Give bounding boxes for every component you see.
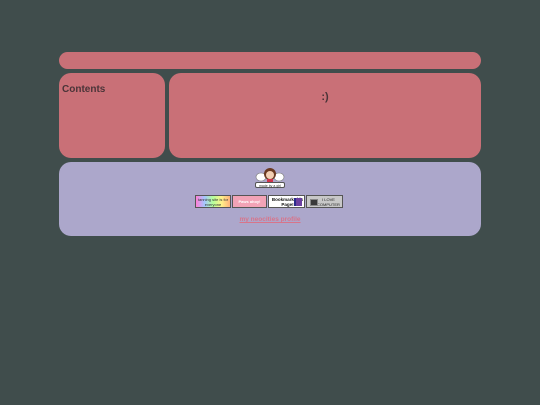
site-button-paws[interactable]: Paws ahoy! <box>232 195 267 208</box>
girl-icon <box>255 168 285 183</box>
computer-button[interactable]: I LOVE COMPUTER <box>306 195 343 208</box>
book-icon <box>294 198 302 206</box>
site-button-rainbow[interactable]: tanning site is for everyone <box>195 195 231 208</box>
contents-sidebar: Contents <box>59 73 165 158</box>
main-text: :) <box>321 91 329 103</box>
footer-panel: made by a girl tanning site is for every… <box>59 162 481 236</box>
computer-icon <box>310 199 318 206</box>
link-buttons-row: tanning site is for everyone Paws ahoy! … <box>195 195 343 208</box>
neocities-profile-link[interactable]: my neocities profile <box>239 216 301 223</box>
contents-title: Contents <box>62 84 106 95</box>
bookmark-label: Bookmark this Page! <box>271 196 304 207</box>
computer-label: I LOVE COMPUTER <box>317 196 340 207</box>
made-by-girl-badge: made by a girl <box>255 167 285 189</box>
main-content-panel: :) <box>169 73 481 158</box>
bookmark-button[interactable]: Bookmark this Page! <box>268 195 305 208</box>
header-bar <box>59 52 481 69</box>
made-by-caption: made by a girl <box>255 182 285 188</box>
